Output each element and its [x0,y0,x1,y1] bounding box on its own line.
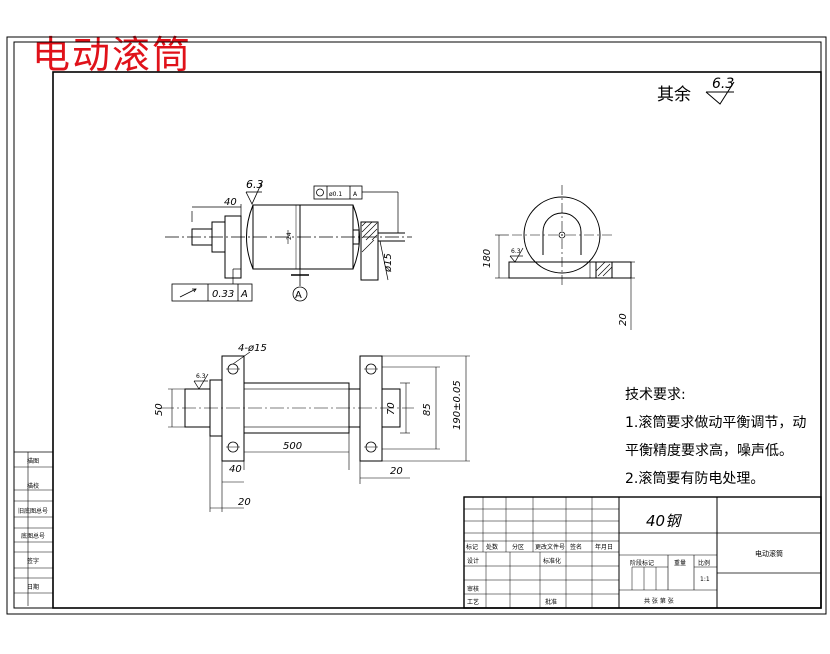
svg-text:40钢: 40钢 [646,512,682,530]
svg-text:6.3: 6.3 [712,76,734,92]
title-block [463,496,822,609]
title-block-labels: 40钢 电动滚筒 标记 处数 分区 更改文件号 签名 年月日 设计 标准化 阶段… [466,512,783,606]
svg-text:重量: 重量 [674,559,686,567]
drawing-frame [6,36,827,615]
svg-text:标记: 标记 [466,543,478,551]
svg-text:6.3: 6.3 [511,248,521,255]
svg-text:50: 50 [154,403,165,416]
svg-text:24: 24 [286,232,293,240]
svg-text:6.3: 6.3 [246,178,264,191]
svg-text:旧底图总号: 旧底图总号 [18,507,48,515]
side-panel [14,452,53,606]
svg-text:2.滚筒要有防电处理。: 2.滚筒要有防电处理。 [625,470,764,487]
svg-text:分区: 分区 [512,543,524,551]
svg-text:0.33: 0.33 [212,289,234,300]
svg-text:描校: 描校 [27,482,39,490]
svg-text:40: 40 [224,197,237,208]
svg-text:其余: 其余 [657,85,691,105]
svg-text:处数: 处数 [486,543,498,551]
svg-text:4-ø15: 4-ø15 [238,343,267,354]
svg-text:标准化: 标准化 [543,557,561,565]
svg-text:20: 20 [618,313,629,326]
svg-text:500: 500 [283,441,302,452]
svg-text:A: A [240,289,248,300]
surface-finish-note: 其余 6.3 [657,76,735,105]
svg-text:审核: 审核 [467,585,479,593]
svg-text:电动滚筒: 电动滚筒 [755,549,783,558]
side-view-labels: 180 20 6.3 [482,248,629,326]
side-panel-labels: 描图 描校 旧底图总号 底图总号 签字 日期 [18,457,48,591]
svg-text:比例: 比例 [698,559,710,567]
svg-text:40: 40 [229,464,242,475]
svg-text:A: A [295,290,302,301]
svg-text:描图: 描图 [27,457,39,465]
svg-text:20: 20 [390,466,403,477]
tech-requirements: 技术要求: 1.滚筒要求做动平衡调节，动 平衡精度要求高，噪声低。 2.滚筒要有… [625,387,806,487]
svg-text:A: A [353,191,358,198]
top-view [160,351,470,512]
top-view-labels: 4-ø15 50 70 85 190±0.05 500 40 20 20 6.3 [154,343,463,508]
svg-text:85: 85 [422,403,433,416]
svg-text:技术要求:: 技术要求: [625,387,686,403]
svg-text:ø0.1: ø0.1 [329,191,342,198]
svg-text:190±0.05: 190±0.05 [452,380,463,430]
svg-text:底图总号: 底图总号 [21,532,45,540]
svg-text:年月日: 年月日 [595,543,613,551]
svg-text:批准: 批准 [545,598,557,606]
svg-text:阶段标记: 阶段标记 [630,559,654,567]
svg-text:平衡精度要求高，噪声低。: 平衡精度要求高，噪声低。 [625,442,793,459]
svg-text:1:1: 1:1 [700,576,710,583]
svg-text:70: 70 [386,402,397,415]
svg-text:日期: 日期 [27,583,39,591]
svg-text:设计: 设计 [467,557,479,565]
svg-text:签字: 签字 [27,557,39,565]
svg-text:180: 180 [482,249,493,268]
svg-text:1.滚筒要求做动平衡调节，动: 1.滚筒要求做动平衡调节，动 [625,414,806,431]
svg-text:20: 20 [238,497,251,508]
svg-text:ø15: ø15 [383,253,394,273]
front-view [165,181,412,302]
svg-text:共 张 第 张: 共 张 第 张 [644,597,674,605]
svg-text:工艺: 工艺 [467,598,479,606]
svg-text:6.3: 6.3 [196,373,206,380]
side-view [495,185,635,330]
svg-text:更改文件号: 更改文件号 [535,543,565,551]
front-view-labels: 40 6.3 A 0.33 A ø0.1 A ø15 24 [212,178,394,301]
svg-text:签名: 签名 [570,543,582,551]
